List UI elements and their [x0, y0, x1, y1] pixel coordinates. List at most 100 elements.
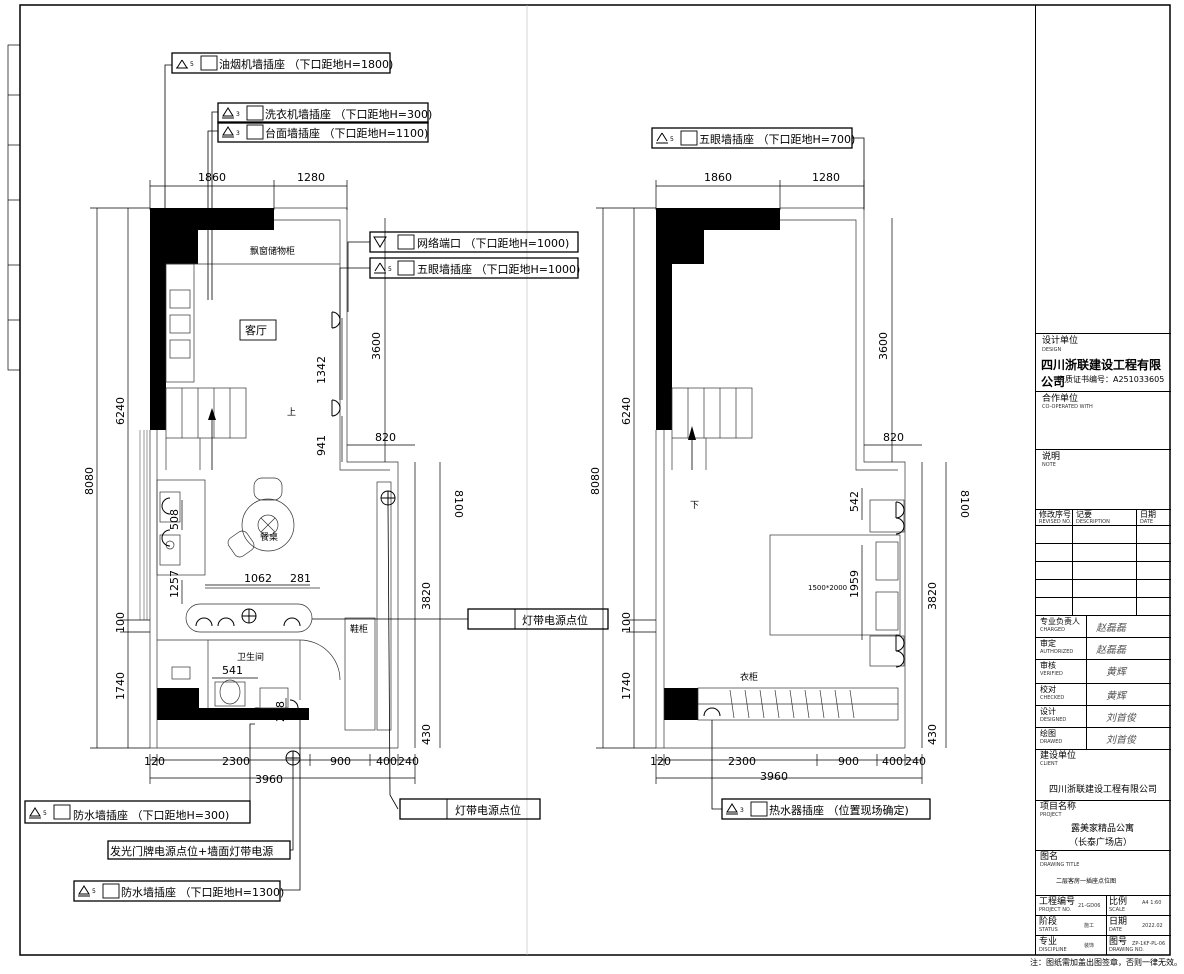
dim: 8080 [589, 467, 602, 495]
signature-design: 刘首俊 [1106, 713, 1136, 724]
stair-up-label: 上 [287, 407, 296, 418]
callout-num: 3 [236, 111, 240, 118]
callout-door-light: 发光门牌电源点位+墙面灯带电源 [110, 844, 273, 858]
dim: 8100 [452, 490, 465, 518]
project-name-2: （长泰广场店） [1069, 838, 1133, 848]
date-label: 日期 [1109, 917, 1128, 927]
signature-charge: 赵磊磊 [1096, 623, 1126, 634]
dwg-no-label: 图号 [1109, 937, 1128, 947]
dim: 240 [398, 755, 419, 768]
dim: 2300 [222, 755, 250, 768]
project-label: 项目名称 [1040, 802, 1077, 812]
room-dining: 餐桌 [260, 531, 278, 543]
tb-divider [1036, 543, 1171, 544]
tb-divider [1036, 850, 1171, 851]
dim: 1280 [812, 171, 840, 184]
dim: 508 [168, 509, 181, 530]
partner-sub: CO-OPERATED WITH [1042, 404, 1093, 410]
tb-divider [1036, 449, 1171, 450]
room-labels: 飘窗储物柜 客厅 上 餐桌 卫生间 鞋柜 下 1500*2000 衣柜 [237, 245, 847, 683]
title-block: 设计单位 DESIGN 四川浙联建设工程有限公司 资质证书编号：A2510336… [1035, 5, 1171, 955]
dim: 6240 [114, 397, 127, 425]
tb-divider [1036, 895, 1171, 896]
callout-num: 5 [92, 888, 96, 895]
scale: A4 1:60 [1142, 900, 1162, 906]
binding-strip [7, 44, 21, 371]
tb-vline [1072, 509, 1073, 615]
column [166, 230, 198, 264]
tb-divider [1036, 391, 1171, 392]
callout-washer-socket: 洗衣机墙插座 （下口距地H=300) [265, 107, 432, 121]
design-unit-label: 设计单位 [1042, 336, 1079, 346]
tb-vline [1136, 509, 1137, 615]
dim: 3600 [370, 332, 383, 360]
wall [656, 208, 672, 430]
drawing-title-label: 图名 [1040, 852, 1059, 862]
tb-divider [1036, 333, 1171, 334]
left-plan [90, 64, 468, 891]
callout-light-strip-bottom: 灯带电源点位 [455, 803, 521, 817]
callout-num: 3 [236, 130, 240, 137]
callout-waterproof-1300: 防水墙插座 （下口距地H=1300) [121, 885, 284, 899]
design-sub: DESIGNED [1040, 717, 1067, 723]
column [672, 230, 704, 264]
drawing-number: ZP-1KF-PL-06 [1132, 941, 1166, 947]
dim: 900 [330, 755, 351, 768]
signature-check: 黄辉 [1106, 691, 1126, 702]
scale-label: 比例 [1109, 897, 1128, 907]
dim: 400 [376, 755, 397, 768]
dwg-no-sub: DRAWING NO. [1109, 947, 1144, 953]
dim: 1860 [198, 171, 226, 184]
room-shoe-cabinet: 鞋柜 [350, 623, 368, 635]
auth-label: 审定 [1040, 639, 1056, 648]
stage-label: 阶段 [1039, 917, 1058, 927]
discipline: 装饰 [1084, 943, 1095, 949]
project-sub: PROJECT [1040, 812, 1062, 818]
wall [656, 208, 780, 230]
design-unit-sub: DESIGN [1042, 347, 1062, 353]
tb-divider [1036, 915, 1171, 916]
dim: 6240 [620, 397, 633, 425]
drawing-title: 二层客房一插座点位图 [1056, 878, 1117, 885]
proj-no-sub: PROJECT NO. [1039, 907, 1072, 913]
dim: 120 [144, 755, 165, 768]
design-label: 设计 [1040, 707, 1056, 716]
rev-date-sub: DATE [1140, 519, 1154, 525]
dim: 1062 [244, 572, 272, 585]
dim: 542 [848, 491, 861, 512]
tb-divider [1036, 579, 1171, 580]
dim: 1342 [315, 356, 328, 384]
client-label: 建设单位 [1040, 751, 1077, 761]
tb-divider [1036, 525, 1171, 526]
callout-num: 5 [670, 136, 674, 143]
dimension-texts: 1860 1280 1860 1280 8080 6240 100 1740 8… [83, 171, 971, 786]
dim: 941 [315, 435, 328, 456]
dim: 1740 [114, 672, 127, 700]
tb-divider [1036, 800, 1171, 801]
callout-hood-socket: 油烟机墙插座 （下口距地H=1800) [219, 57, 393, 71]
callout-num: 5 [43, 810, 47, 817]
dim: 820 [883, 431, 904, 444]
dim: 100 [114, 612, 127, 633]
dim: 240 [905, 755, 926, 768]
discipline-label: 专业 [1039, 937, 1058, 947]
date-sub: DATE [1109, 927, 1123, 933]
note-label: 说明 [1042, 452, 1061, 462]
draw-sub: DRAWED [1040, 739, 1063, 745]
dim: 430 [926, 724, 939, 745]
dim: 1280 [297, 171, 325, 184]
date: 2022.02 [1142, 923, 1163, 929]
right-plan [596, 137, 947, 810]
callout-water-heater: 热水器插座 （位置现场确定) [769, 803, 909, 817]
socket-symbols [29, 59, 738, 897]
dim: 820 [375, 431, 396, 444]
tb-divider [1036, 561, 1171, 562]
tb-vline [1106, 895, 1107, 955]
dim: 541 [222, 664, 243, 677]
callout-boxes [24, 52, 931, 902]
partner-label: 合作单位 [1042, 394, 1079, 404]
dim: 1959 [848, 570, 861, 598]
tb-divider [1036, 509, 1171, 510]
room-bay-window: 飘窗储物柜 [250, 245, 295, 257]
callout-texts: 5 油烟机墙插座 （下口距地H=1800) 3 洗衣机墙插座 （下口距地H=30… [43, 57, 909, 899]
